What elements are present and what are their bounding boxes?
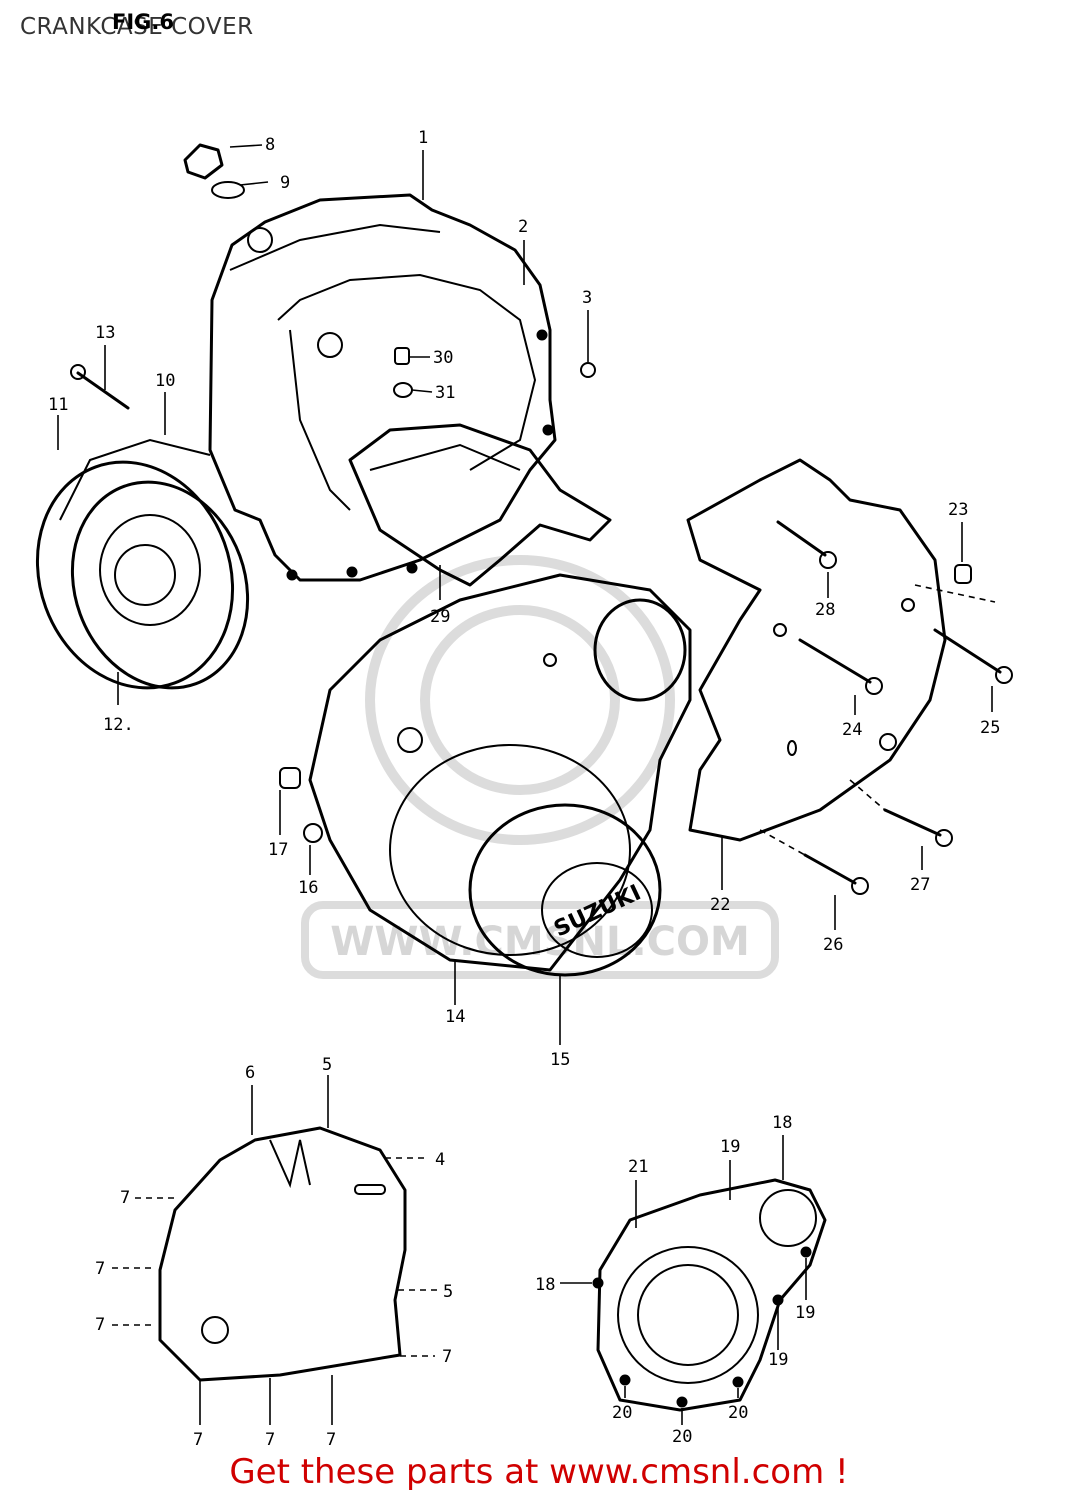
callout-20-right: 20 [728, 1403, 748, 1423]
part-dowel-23 [914, 564, 996, 603]
callout-7-mid-left: 7 [95, 1259, 105, 1279]
callout-28: 28 [815, 600, 835, 620]
callout-10: 10 [155, 371, 175, 391]
callout-7-bottom-2: 7 [265, 1430, 275, 1450]
part-pulley-cover-10-11-12 [35, 438, 250, 690]
callout-16: 16 [298, 878, 318, 898]
callout-7-bottom-3: 7 [326, 1430, 336, 1450]
callout-6: 6 [245, 1063, 255, 1083]
callout-7-right: 7 [442, 1347, 452, 1367]
callout-18-top: 18 [772, 1113, 792, 1133]
part-gasket-right-cover [592, 1178, 827, 1412]
callout-17: 17 [268, 840, 288, 860]
bolt-set-24-28 [759, 520, 1013, 895]
callout-11: 11 [48, 395, 68, 415]
callout-20-left: 20 [612, 1403, 632, 1423]
callout-26: 26 [823, 935, 843, 955]
callout-labels: 1 2 3 8 9 30 31 13 10 11 12. 29 23 28 24… [48, 128, 1000, 1450]
callout-19-bottom: 19 [768, 1350, 788, 1370]
callout-5-side: 5 [443, 1282, 453, 1302]
callout-5-top: 5 [322, 1055, 332, 1075]
part-generator-cover-14 [308, 573, 692, 977]
page-title: CRANKCASE COVER [20, 14, 254, 40]
callout-29: 29 [430, 607, 450, 627]
callout-13: 13 [95, 323, 115, 343]
watermark-text: WWW.CMSNL.COM [330, 919, 750, 965]
callout-27: 27 [910, 875, 930, 895]
buy-parts-link[interactable]: Get these parts at www.cmsnl.com ! [229, 1452, 849, 1492]
callout-8: 8 [265, 135, 275, 155]
callout-12: 12. [103, 715, 134, 735]
callout-18-left: 18 [535, 1275, 555, 1295]
callout-15: 15 [550, 1050, 570, 1070]
callout-7-upper-left: 7 [120, 1188, 130, 1208]
callout-14: 14 [445, 1007, 465, 1027]
callout-30: 30 [433, 348, 453, 368]
callout-2: 2 [518, 217, 528, 237]
callout-24: 24 [842, 720, 862, 740]
callout-25: 25 [980, 718, 1000, 738]
callout-4: 4 [435, 1150, 445, 1170]
callout-7-bottom-1: 7 [193, 1430, 203, 1450]
callout-19-right: 19 [795, 1303, 815, 1323]
callout-20-mid: 20 [672, 1427, 692, 1447]
leader-lines [57, 144, 993, 1425]
part-gasket-left-cover [158, 1126, 407, 1382]
watermark-logo: WWW.CMSNL.COM [301, 555, 779, 979]
small-parts [70, 143, 596, 843]
callout-23: 23 [948, 500, 968, 520]
callout-21: 21 [628, 1157, 648, 1177]
callout-1: 1 [418, 128, 428, 148]
callout-19-top: 19 [720, 1137, 740, 1157]
figure-label: FIG.6 [112, 10, 174, 34]
callout-31: 31 [435, 383, 455, 403]
callout-7-low-left: 7 [95, 1315, 105, 1335]
callout-22: 22 [710, 895, 730, 915]
part-crankcase-cover-1 [208, 193, 557, 582]
callout-3: 3 [582, 288, 592, 308]
part-sprocket-cover-22 [686, 458, 947, 842]
callout-9: 9 [280, 173, 290, 193]
